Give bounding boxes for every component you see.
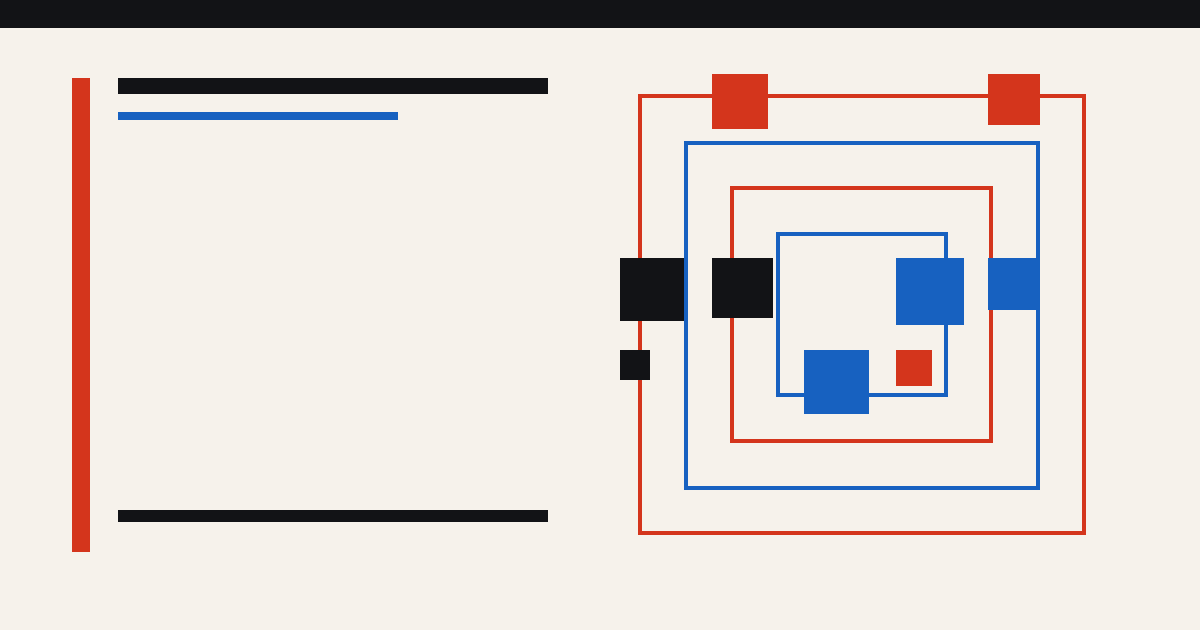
block-red-small (896, 350, 932, 386)
geometric-artwork (620, 74, 1086, 535)
block-black-mid (712, 258, 773, 318)
frame-outer-red (638, 94, 1086, 535)
block-blue-right (988, 258, 1040, 310)
footer-rule (118, 510, 548, 522)
block-blue-low (804, 350, 869, 414)
block-black-left (620, 258, 684, 321)
subtitle-rule (118, 112, 398, 120)
block-red-top-left (712, 74, 768, 129)
accent-bar-vertical (72, 78, 90, 552)
block-red-top-right (988, 74, 1040, 125)
block-black-small (620, 350, 650, 380)
block-blue-center (896, 258, 964, 325)
title-rule (118, 78, 548, 94)
frame-blue-2 (684, 141, 1040, 490)
top-strip (0, 0, 1200, 28)
